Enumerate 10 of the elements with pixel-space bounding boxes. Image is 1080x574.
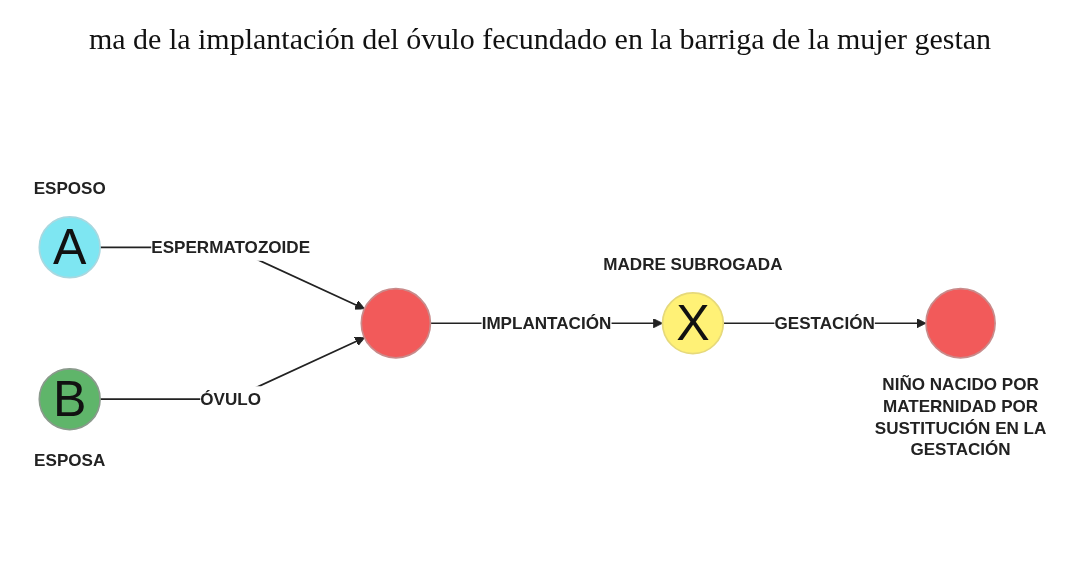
node-caption: ESPOSO [33,178,106,198]
node-caption: MADRE SUBROGADA [603,254,783,274]
ellipse-node: B [38,367,101,431]
node-caption: NIÑO NACIDO POR MATERNIDAD POR SUSTITUCIÓN EN LA GESTACIÓN [874,375,1047,460]
node-caption: ESPOSA [34,451,106,471]
ellipse-node: A [38,216,101,279]
empty-ellipse-node [925,287,996,359]
diagram-title: ma de la implantación del óvulo fecundado en la barriga de la mujer gestan [88,22,992,55]
empty-ellipse-node [360,287,432,359]
ellipse-node: X [661,292,725,355]
